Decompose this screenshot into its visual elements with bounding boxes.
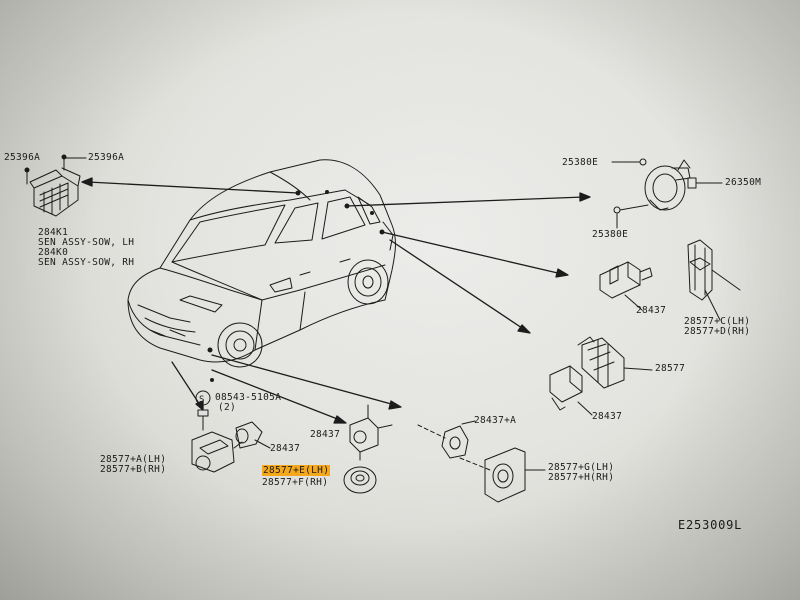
label-28577-b-rh: 28577+B(RH)	[100, 464, 167, 475]
sensor-28437-lower-drawing	[549, 365, 593, 416]
sensor-and-ring-drawing	[343, 404, 393, 494]
buzzer-drawing	[611, 158, 723, 229]
label-25396a-right: 25396A	[88, 152, 125, 163]
label-25380e-lower: 25380E	[592, 229, 629, 240]
label-284k1: 284K1	[38, 227, 69, 238]
label-28577-a-lh: 28577+A(LH)	[100, 454, 167, 465]
label-sen-assy-lh: SEN ASSY-SOW, LH	[38, 237, 135, 248]
label-sen-assy-rh: SEN ASSY-SOW, RH	[38, 257, 135, 268]
car-illustration	[127, 159, 396, 382]
label-28437-upper: 28437	[636, 305, 667, 316]
label-28577: 28577	[655, 363, 686, 374]
diagram-code: E253009L	[678, 518, 743, 532]
bracket-cd-drawing	[687, 239, 741, 321]
leader-arrows	[81, 177, 591, 424]
sensor-28437a-and-bracket-gh-drawing	[417, 420, 546, 503]
side-radar-sensor-drawing	[24, 154, 87, 217]
label-26350m: 26350M	[725, 177, 762, 188]
label-bolt-code: 08543-5105A	[215, 392, 282, 403]
label-28437-lower: 28437	[592, 411, 623, 422]
label-bolt-qty: (2)	[218, 402, 237, 413]
highlighted-part-number: 28577+E(LH)	[262, 465, 331, 476]
label-28577-e-lh: 28577+E(LH)	[262, 465, 331, 476]
label-28577-c-lh: 28577+C(LH)	[684, 316, 751, 327]
label-28577-h-rh: 28577+H(RH)	[548, 472, 615, 483]
holder-28577-drawing	[577, 336, 653, 389]
label-28437-a: 28437+A	[474, 415, 517, 426]
label-28577-f-rh: 28577+F(RH)	[262, 477, 329, 488]
label-28437-bracket-ab: 28437	[270, 443, 301, 454]
label-284k0: 284K0	[38, 247, 69, 258]
label-25380e-upper: 25380E	[562, 157, 599, 168]
label-28577-g-lh: 28577+G(LH)	[548, 462, 615, 473]
label-25396a-left: 25396A	[4, 152, 41, 163]
sensor-28437-upper-drawing	[599, 261, 653, 311]
svg-text:S: S	[199, 395, 204, 405]
label-28577-d-rh: 28577+D(RH)	[684, 326, 751, 337]
bracket-ab-drawing: S	[191, 390, 271, 473]
label-28437-ring: 28437	[310, 429, 341, 440]
